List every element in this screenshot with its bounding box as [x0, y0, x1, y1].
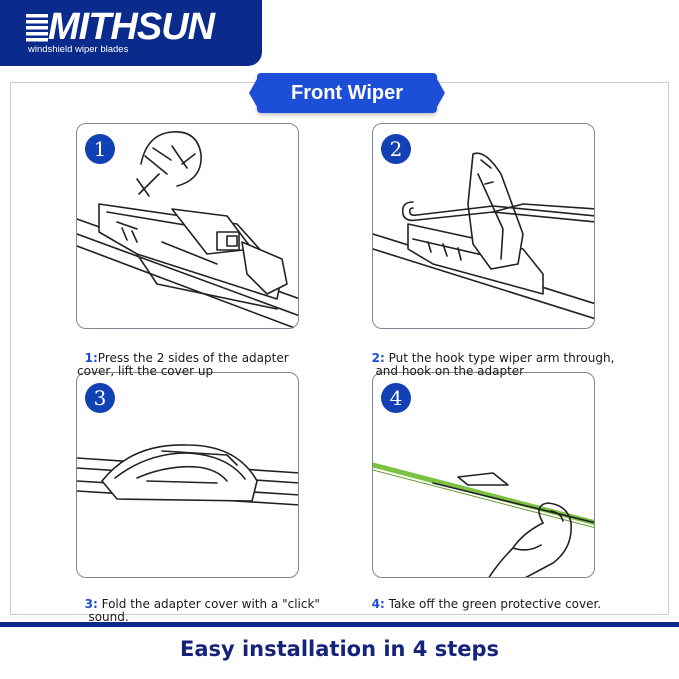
- step-1-text: Press the 2 sides of the adapter cover, …: [77, 351, 289, 378]
- brand-logo: MITHSUN windshield wiper blades: [0, 0, 262, 66]
- adapter-cover-press-illustration: [77, 131, 298, 328]
- footer-divider: [0, 622, 679, 627]
- step-1-caption: 1:Press the 2 sides of the adapter cover…: [77, 339, 289, 378]
- fold-cover-illustration: [77, 444, 298, 506]
- step-4-text: Take off the green protective cover.: [384, 597, 602, 611]
- step-4-number: 4:: [371, 597, 385, 611]
- step-3-panel: 3: [76, 372, 299, 578]
- step-3-caption: 3: Fold the adapter cover with a "click"…: [77, 585, 320, 624]
- step-1-badge: 1: [85, 134, 115, 164]
- step-3-text: Fold the adapter cover with a "click" so…: [88, 597, 320, 624]
- title-banner: Front Wiper: [257, 73, 437, 113]
- brand-tagline: windshield wiper blades: [28, 44, 129, 55]
- footer-tagline: Easy installation in 4 steps: [179, 637, 500, 661]
- remove-green-cover-illustration: [373, 462, 594, 577]
- step-4-badge: 4: [381, 383, 411, 413]
- step-3-badge: 3: [85, 383, 115, 413]
- step-2-caption: 2: Put the hook type wiper arm through, …: [364, 339, 615, 378]
- hook-arm-illustration: [373, 152, 594, 320]
- logo-stripes-icon: [26, 14, 48, 42]
- page-title: Front Wiper: [290, 81, 404, 104]
- step-2-badge: 2: [381, 134, 411, 164]
- step-4-panel: 4: [372, 372, 595, 578]
- brand-name: MITHSUN: [48, 6, 215, 48]
- step-2-number: 2:: [371, 351, 385, 365]
- step-1-panel: 1: [76, 123, 299, 329]
- step-2-text: Put the hook type wiper arm through, and…: [375, 351, 615, 378]
- step-3-number: 3:: [84, 597, 98, 611]
- step-1-number: 1:: [84, 351, 98, 365]
- step-4-caption: 4: Take off the green protective cover.: [364, 585, 602, 611]
- step-2-panel: 2: [372, 123, 595, 329]
